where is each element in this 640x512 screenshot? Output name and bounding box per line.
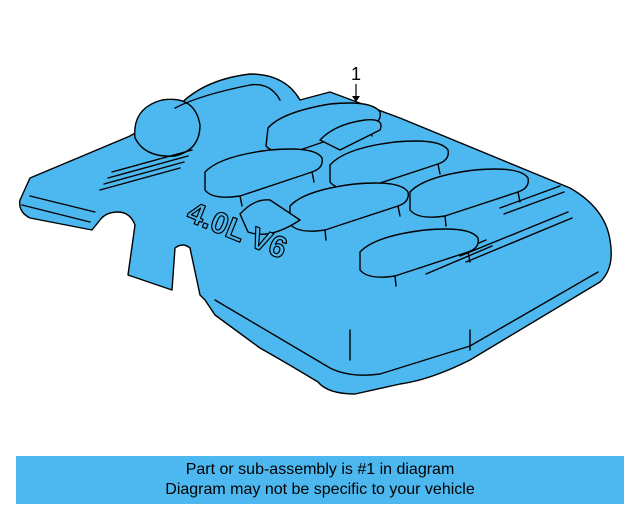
left-ribs bbox=[99, 149, 193, 191]
caption-line-disclaimer: Diagram may not be specific to your vehi… bbox=[165, 481, 475, 498]
callout-arrow-icon bbox=[352, 96, 360, 102]
cover-fins bbox=[204, 102, 529, 287]
caption-line-part: Part or sub-assembly is #1 in diagram bbox=[185, 461, 455, 478]
callout-1: 1 bbox=[351, 64, 361, 102]
diagram-caption: Part or sub-assembly is #1 in diagram Di… bbox=[16, 456, 624, 504]
engine-cover-diagram: 4.0L V6 1 bbox=[19, 64, 612, 395]
air-intake-dome bbox=[134, 98, 201, 157]
callout-number: 1 bbox=[351, 64, 361, 84]
